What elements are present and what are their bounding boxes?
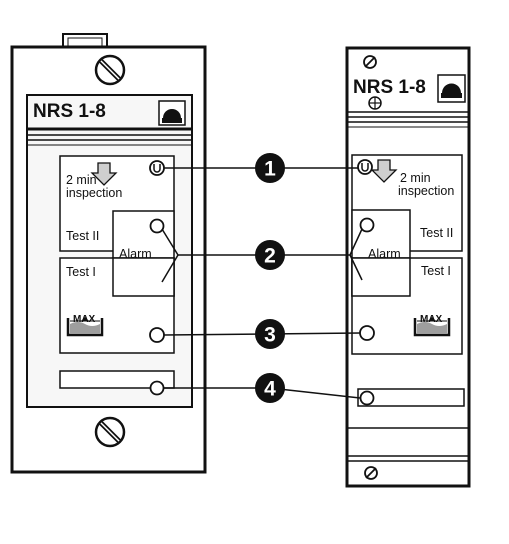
callout-3-label: 3: [264, 324, 276, 347]
right-top-screw: [363, 55, 377, 69]
right-test2-label: Test II: [420, 226, 453, 240]
left-label-field: [59, 370, 175, 389]
left-test2-label: Test II: [66, 229, 99, 243]
right-gestra-logo-icon: [437, 74, 466, 103]
left-down-arrow-icon: [90, 162, 118, 186]
left-header-rules: [27, 127, 192, 146]
right-max-level-icon: MAX: [413, 314, 451, 337]
right-inspection-line2: inspection: [398, 184, 454, 198]
right-unit: NRS 1-8 2 min inspection Test II Al: [345, 46, 471, 488]
left-bottom-screw: [94, 416, 126, 448]
callout-4-label: 4: [264, 378, 276, 401]
left-top-screw: [94, 54, 126, 86]
left-alarm-contact-1: [149, 218, 165, 234]
left-inspection-button-icon[interactable]: [149, 160, 165, 176]
callout-2-label: 2: [264, 245, 276, 268]
callout-4: 4: [255, 373, 285, 403]
callout-1-label: 1: [264, 158, 276, 181]
right-model-label: NRS 1-8: [353, 77, 426, 98]
right-terminal-4: [359, 390, 375, 406]
left-max-label: MAX: [73, 314, 96, 325]
right-max-label: MAX: [420, 314, 443, 325]
right-down-arrow-icon: [370, 159, 398, 183]
left-test1-button[interactable]: [149, 327, 165, 343]
callout-2: 2: [255, 240, 285, 270]
callout-3: 3: [255, 319, 285, 349]
left-test1-label: Test I: [66, 265, 96, 279]
right-alarm-contact-1: [359, 217, 375, 233]
left-unit: NRS 1-8 2 min inspection Test II Alarm: [10, 33, 207, 474]
left-max-level-icon: MAX: [66, 314, 104, 337]
right-inspection-button-icon[interactable]: [357, 159, 373, 175]
right-test1-button[interactable]: [359, 325, 375, 341]
right-test1-label: Test I: [421, 264, 451, 278]
right-led-icon: [368, 96, 382, 110]
right-inspection-line1: 2 min: [400, 171, 431, 185]
left-model-label: NRS 1-8: [33, 101, 106, 122]
right-header-rules: [347, 111, 469, 128]
right-bottom-screw: [364, 466, 378, 480]
left-inspection-line2: inspection: [66, 186, 122, 200]
callout-1: 1: [255, 153, 285, 183]
left-inspection-line1: 2 min: [66, 173, 97, 187]
left-gestra-logo-icon: [158, 100, 186, 126]
left-terminal-4: [149, 380, 165, 396]
